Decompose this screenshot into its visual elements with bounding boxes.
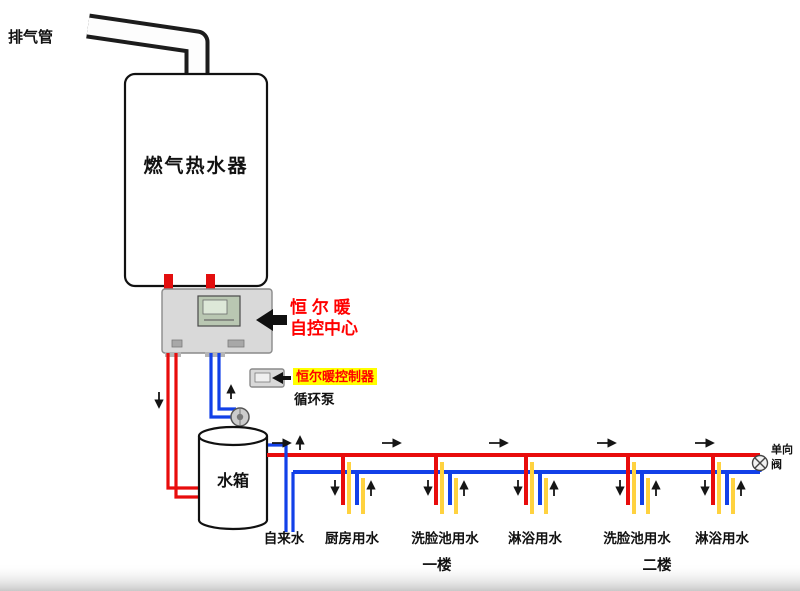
cold-pipe-segment — [217, 353, 236, 411]
fixture-branch-basin-1 — [423, 455, 469, 514]
fixture-label-shower-1: 淋浴用水 — [508, 530, 562, 546]
main-pipes — [267, 443, 762, 532]
control-center-label-2: 自控中心 — [290, 318, 358, 338]
hot-pipe-run — [166, 353, 201, 499]
fixture-branch-kitchen — [330, 455, 376, 514]
fixture-label-basin-2: 洗脸池用水 — [603, 530, 671, 546]
cold-pipe-segment — [209, 353, 231, 419]
exhaust-pipe — [86, 13, 210, 78]
exhaust-pipe-label: 排气管 — [8, 28, 53, 46]
fixture-label-basin-1: 洗脸池用水 — [411, 530, 479, 546]
pointer-arrow-icon — [272, 372, 291, 384]
fixture-branch-shower-1 — [513, 455, 559, 514]
fixture-branch-basin-2 — [615, 455, 661, 514]
tap-water-label: 自来水 — [264, 530, 305, 546]
floor-label-2: 二楼 — [643, 556, 672, 574]
check-valve-label-2: 阀 — [771, 457, 782, 471]
hot-pipe-segment — [166, 353, 201, 490]
control-center — [161, 288, 273, 357]
control-knob-icon — [171, 339, 183, 348]
fixture-branch-shower-2 — [700, 455, 746, 514]
control-knob-icon — [227, 339, 245, 348]
bottom-shadow — [0, 563, 800, 591]
tank-label: 水箱 — [217, 471, 249, 490]
heater-label: 燃气热水器 — [143, 154, 248, 177]
tap-water-riser — [268, 443, 288, 532]
pump-icon — [230, 407, 250, 427]
hot-pipe-segment — [174, 353, 201, 499]
tank: 水箱 — [197, 425, 269, 531]
controller-label: 恒尔暖控制器 — [296, 369, 375, 384]
hot-pipe-stub — [206, 274, 215, 292]
heater: 燃气热水器 — [123, 72, 269, 288]
pointer-arrow-icon — [256, 309, 287, 331]
hot-pipe-stub — [164, 274, 173, 292]
check-valve-label-1: 单向 — [771, 442, 793, 456]
heater-connectors — [164, 274, 215, 292]
controller-screen-icon — [254, 372, 271, 383]
fixture-label-shower-2: 淋浴用水 — [695, 530, 749, 546]
control-center-label-1: 恒 尔 暖 — [290, 297, 351, 317]
controller-device — [249, 368, 285, 388]
check-valve-icon — [751, 454, 769, 472]
pump-label: 循环泵 — [294, 391, 335, 407]
heater-body — [123, 72, 269, 288]
controller-label-highlight — [293, 368, 377, 385]
fixture-label-kitchen: 厨房用水 — [325, 530, 379, 546]
floor-label-1: 一楼 — [423, 556, 452, 574]
display-screen-icon — [202, 299, 228, 315]
